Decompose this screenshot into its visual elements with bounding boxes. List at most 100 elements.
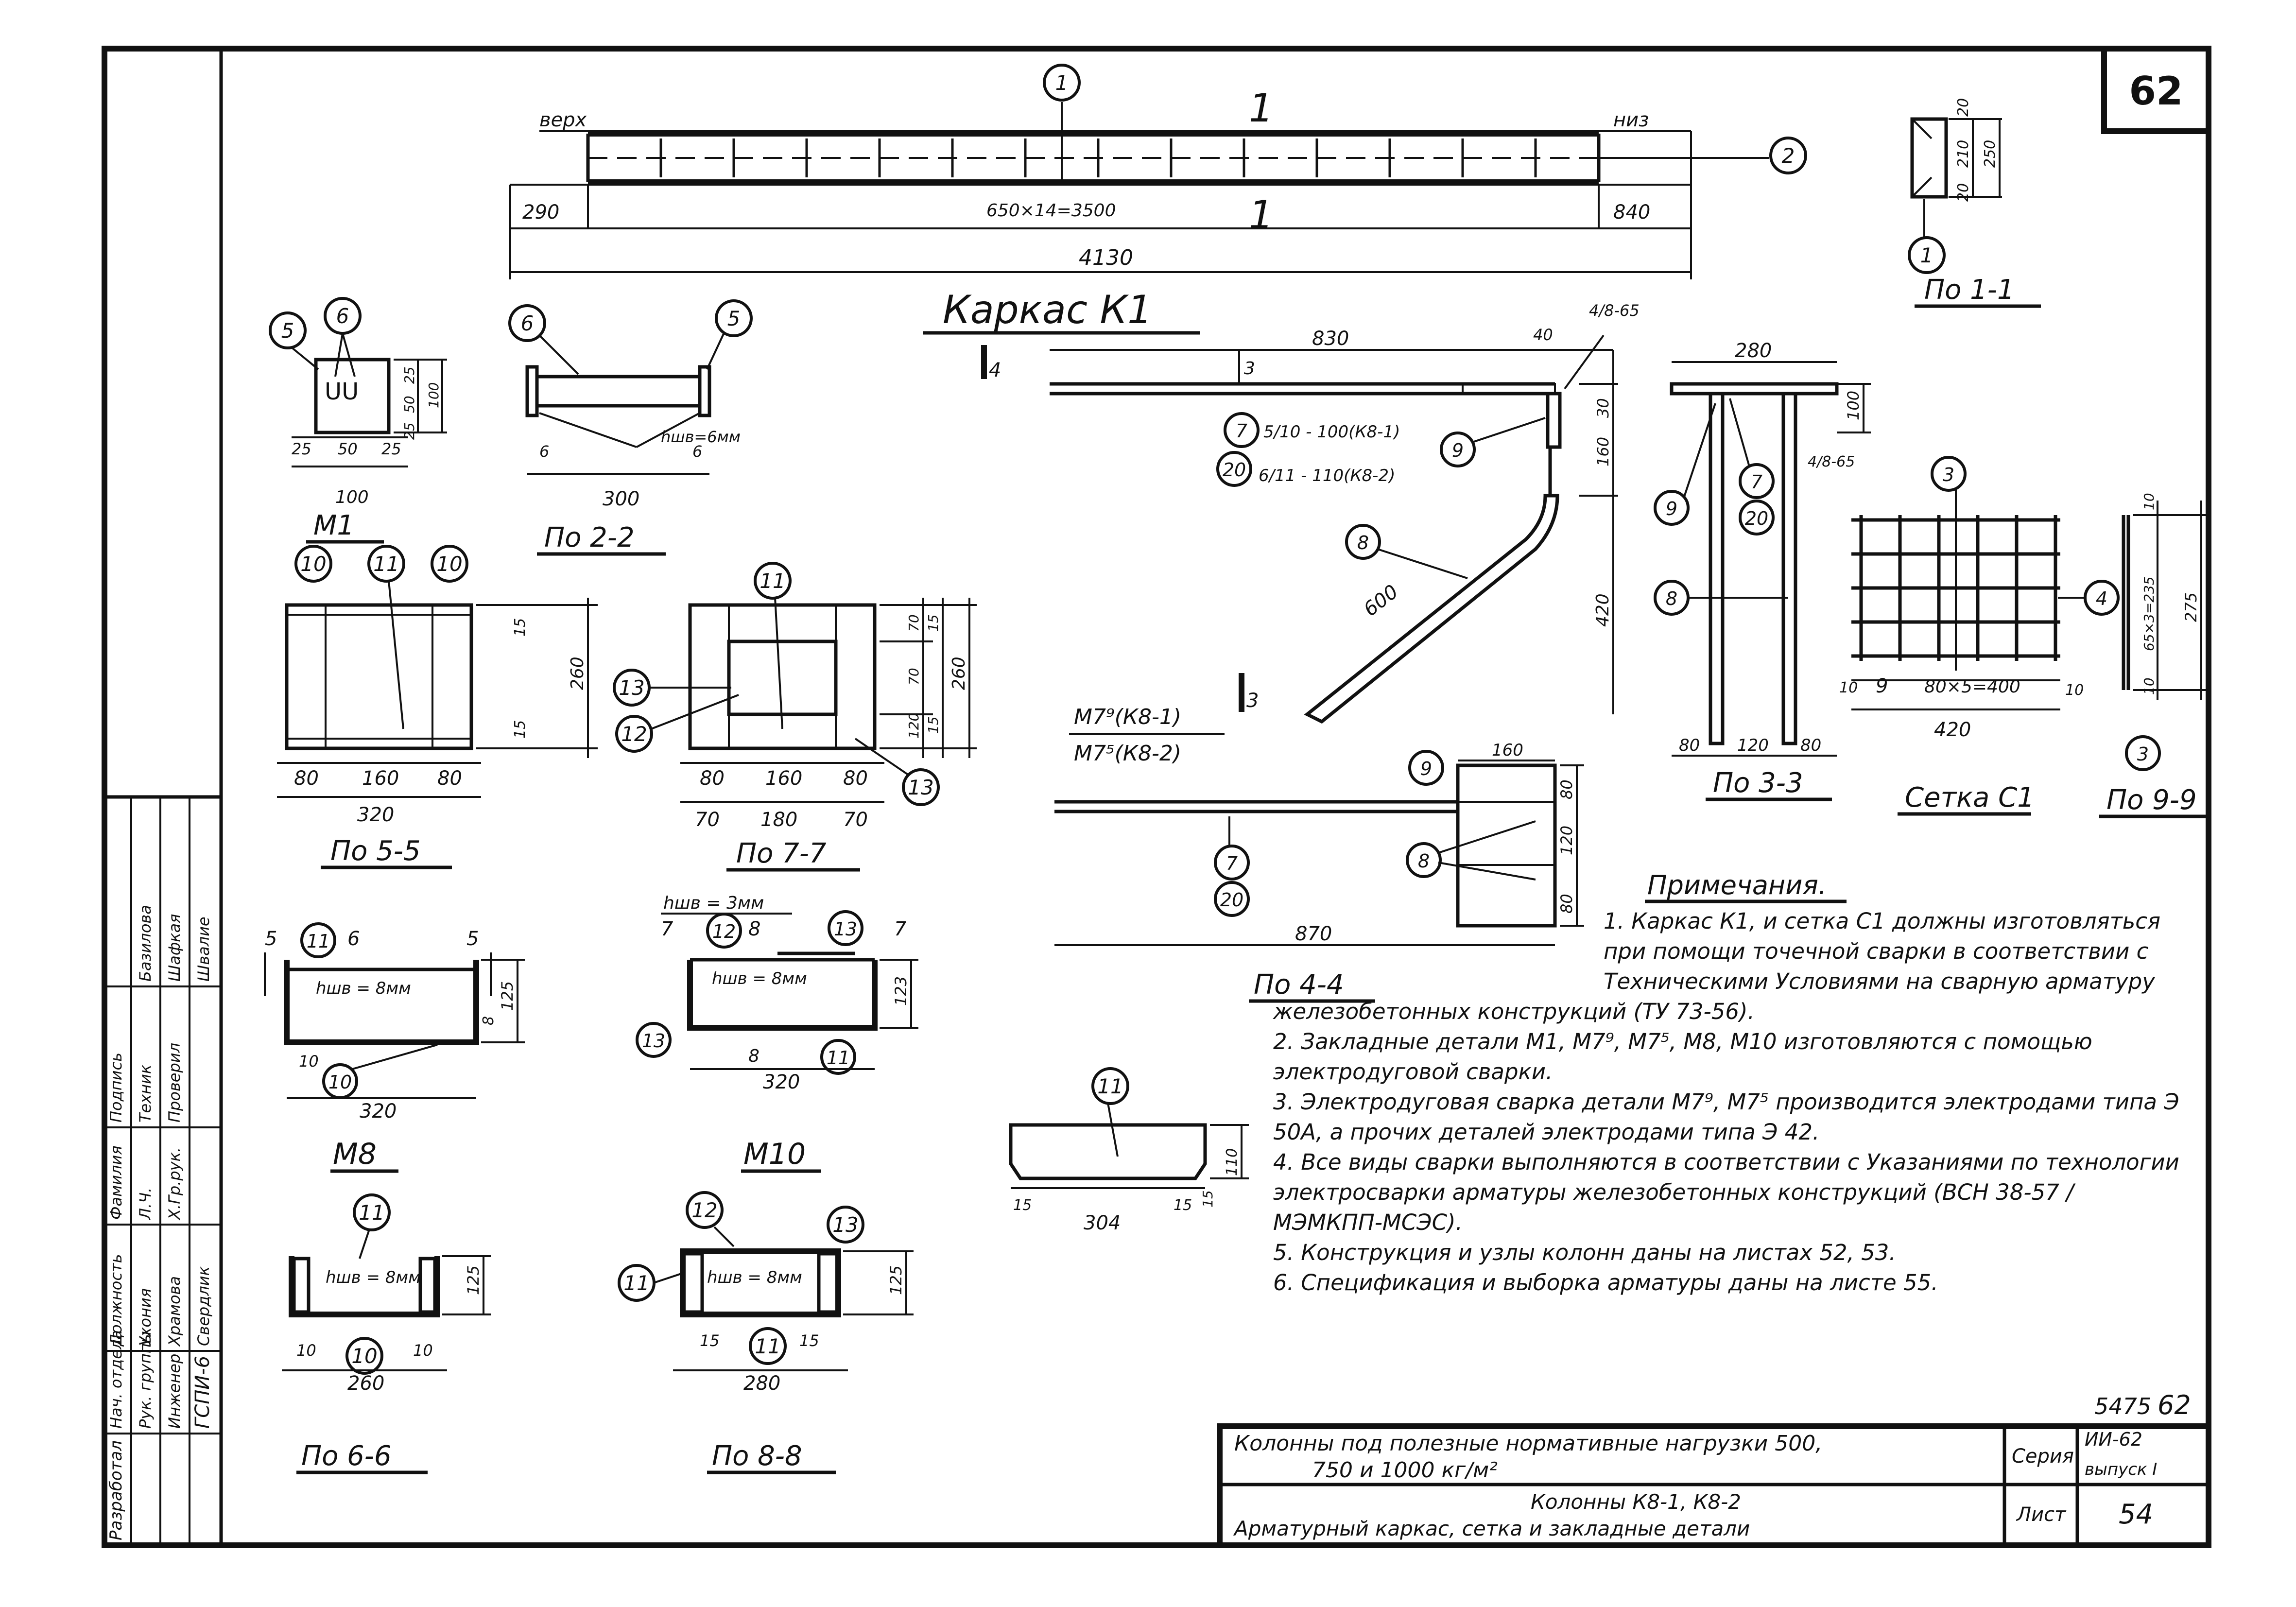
m10-dim-8top: 8	[748, 918, 760, 940]
s44-title: По 4-4	[1254, 969, 1344, 1001]
note-4: 4. Все виды сварки выполняются в соответ…	[1273, 1149, 2179, 1235]
svg-text:11: 11	[755, 1334, 780, 1358]
svg-text:4: 4	[2096, 588, 2107, 609]
s55-dim-3: 80	[437, 767, 462, 790]
svg-text:6: 6	[336, 304, 349, 328]
s22-dim-l: 6	[539, 442, 549, 461]
c1-dim-10r: 10	[2065, 682, 2084, 699]
m7-dim-30: 30	[1594, 398, 1612, 418]
m8-weld: hшв = 8мм	[316, 979, 411, 998]
issue-value: выпуск I	[2085, 1460, 2157, 1479]
s55-dim-2: 160	[362, 767, 399, 790]
svg-text:9: 9	[1666, 498, 1677, 519]
section-8-8-view: 12 13 hшв = 8мм 11 15 11 15 125 280 По 8…	[618, 1191, 914, 1474]
title-line1: Колонны под полезные нормативные нагрузк…	[1234, 1431, 1822, 1456]
c1-title: Сетка С1	[1905, 782, 2035, 813]
s33-weld: 4/8-65	[1808, 453, 1855, 470]
d11-dim-v15: 15	[1200, 1190, 1216, 1208]
archive-number: 5475	[2094, 1393, 2151, 1419]
note-6: 6. Спецификация и выборка арматуры даны …	[1273, 1270, 1938, 1296]
s33-dim-80r: 80	[1800, 736, 1821, 755]
stamp-name-4: Базилова	[136, 905, 155, 982]
section-7-7-view: 11 13 12 13 70 70 120 15 15 260 80 160 8…	[613, 562, 977, 872]
svg-text:12: 12	[691, 1198, 717, 1222]
m10-dim-h: 123	[892, 976, 910, 1006]
stamp-org: ГСПИ-6	[191, 1356, 214, 1429]
k1-top-label: верх	[539, 109, 587, 131]
m8-dim-5l: 5	[265, 928, 277, 950]
m7-dim-40: 40	[1533, 326, 1553, 344]
s55-dim-b: 15	[512, 720, 529, 739]
svg-text:11: 11	[827, 1047, 850, 1069]
svg-text:11: 11	[307, 931, 330, 952]
m7-weld-1: 5/10 - 100(К8-1)	[1263, 422, 1400, 442]
stamp-name-1: Ухония	[136, 1288, 155, 1346]
svg-text:11: 11	[373, 552, 399, 576]
m7-dim-160: 160	[1594, 437, 1612, 467]
c1-dim-9: 9	[1876, 675, 1888, 697]
s99-dim-235: 65×3=235	[2141, 576, 2157, 651]
svg-text:8: 8	[1418, 850, 1430, 872]
s77-dim-1: 80	[700, 767, 725, 790]
section-3-3-view: 280 100 4/8-65 9 7 20 8 80 120 80 По 3-3	[1654, 340, 1871, 801]
s77-dim-h: 260	[949, 657, 969, 690]
s66-dim-total: 260	[347, 1372, 384, 1395]
s11-dim-top: 20	[1955, 98, 1972, 117]
s33-dim-80l: 80	[1679, 736, 1700, 755]
m7-dim-600: 600	[1360, 581, 1402, 621]
svg-text:11: 11	[359, 1201, 384, 1225]
s11-dim-total: 250	[1982, 140, 1999, 168]
s88-dim-h: 125	[887, 1265, 905, 1295]
svg-text:8: 8	[1666, 588, 1677, 609]
stamp-sign-4: Швалие	[194, 916, 213, 982]
s77-dim-v5: 15	[925, 716, 941, 734]
svg-text:10: 10	[328, 1071, 352, 1093]
svg-text:8: 8	[1357, 532, 1369, 553]
subtitle-line1: Колонны К8-1, К8-2	[1531, 1490, 1741, 1514]
s11-dim-mid: 210	[1955, 140, 1972, 168]
svg-text:13: 13	[642, 1030, 665, 1052]
s77-dim-v4: 15	[925, 614, 941, 632]
m10-weld: hшв = 8мм	[712, 969, 807, 988]
stamp-role-1: Нач. отдела	[107, 1330, 125, 1429]
m8-dim-6: 6	[347, 928, 360, 950]
svg-text:6: 6	[521, 311, 534, 335]
s88-dim-15l: 15	[700, 1331, 720, 1350]
svg-text:12: 12	[712, 921, 736, 942]
m7-dim-420: 420	[1593, 593, 1613, 627]
m7-weld-2: 6/11 - 110(К8-2)	[1259, 466, 1395, 485]
subtitle-line2: Арматурный каркас, сетка и закладные дет…	[1233, 1517, 1750, 1540]
s33-dim-100: 100	[1844, 391, 1863, 420]
sheet-number: 62	[2129, 69, 2183, 114]
s66-weld: hшв = 8мм	[326, 1268, 421, 1287]
svg-text:10: 10	[300, 552, 326, 576]
s55-title: По 5-5	[330, 835, 421, 867]
m10-dim-8: 8	[748, 1046, 760, 1066]
svg-text:13: 13	[832, 1213, 858, 1237]
c1-dim-420: 420	[1934, 719, 1971, 741]
k1-dim-mid: 650×14=3500	[986, 201, 1116, 221]
s44-dim-160: 160	[1492, 741, 1523, 760]
stamp-name-3: Свердлик	[194, 1266, 213, 1346]
m1-dim-total: 100	[335, 487, 369, 507]
svg-text:1: 1	[1055, 71, 1069, 95]
stamp-developed: Разработал	[106, 1440, 126, 1540]
s11-title: По 1-1	[1924, 274, 2015, 306]
s55-dim-h: 260	[568, 657, 587, 690]
stamp-col-sign: Подпись	[107, 1053, 125, 1123]
s77-dim-5: 180	[760, 809, 797, 831]
note-2: 2. Закладные детали М1, М7⁹, М7⁵, М8, М1…	[1273, 1029, 2092, 1085]
s99-dim-10b: 10	[2141, 677, 2157, 695]
m7-view: 4 830 40 4/8-65 3 30 160 420 600 7 5/10 …	[981, 301, 1640, 766]
k1-bottom-label: низ	[1613, 109, 1649, 131]
s44-dim-870: 870	[1295, 923, 1332, 945]
notes-heading: Примечания.	[1647, 870, 1827, 900]
svg-text:9: 9	[1452, 440, 1464, 461]
svg-text:5: 5	[727, 307, 741, 330]
title-line2: 750 и 1000 кг/м²	[1312, 1458, 1498, 1483]
section-9-9-view: 10 65×3=235 275 10 3 По 9-9	[2099, 493, 2211, 818]
c1-dim-10l: 10	[1839, 679, 1858, 696]
section-1-1-view: 20 210 250 20 1 По 1-1	[1908, 98, 2041, 308]
svg-text:12: 12	[621, 722, 647, 746]
s55-dim-t: 15	[512, 618, 529, 637]
